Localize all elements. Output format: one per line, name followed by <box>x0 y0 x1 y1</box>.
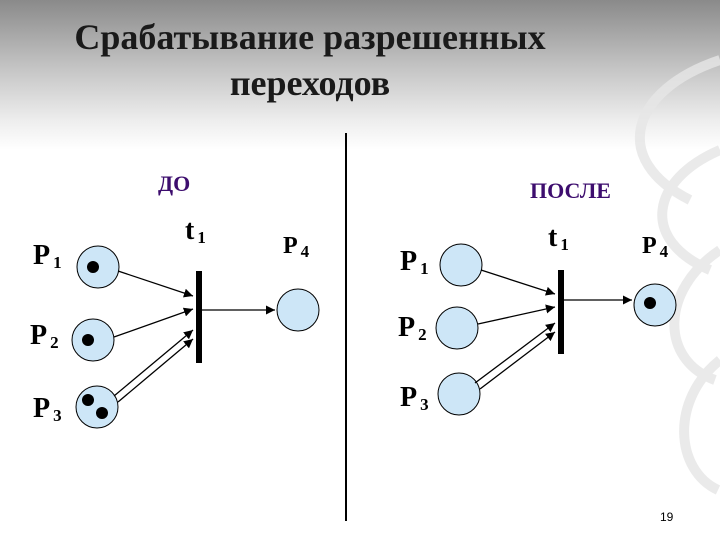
before-tokens <box>82 261 108 419</box>
before-arc-p2-t1 <box>113 307 194 338</box>
before-arc-p3-t1-b <box>117 338 194 403</box>
before-place-p3-token <box>96 407 108 419</box>
decorative-swirl <box>634 55 720 495</box>
slide-number: 19 <box>660 510 674 524</box>
after-place-p1 <box>439 243 483 287</box>
after-label: ПОСЛЕ <box>530 178 611 203</box>
after-transition-t1 <box>558 270 564 354</box>
before-arc-p1-t1 <box>117 270 194 298</box>
before-transition-t1 <box>196 271 202 363</box>
after-arc-p1-t1 <box>480 269 556 296</box>
slide-title: Срабатывание разрешенных переходов <box>60 14 560 106</box>
section-divider <box>345 133 347 521</box>
title-line-2: переходов <box>229 63 391 103</box>
after-arc-p3-t1-b <box>479 331 556 390</box>
before-place-p1-token <box>87 261 99 273</box>
title-line-1: Срабатывание разрешенных <box>74 17 546 57</box>
before-place-p3-token <box>82 394 94 406</box>
after-place-p4-token <box>644 297 656 309</box>
before-arc-p3-t1-a <box>113 329 194 397</box>
after-arc-p2-t1 <box>477 304 556 325</box>
before-place-p2-token <box>82 334 94 346</box>
after-place-p2 <box>435 306 479 350</box>
after-place-p3 <box>437 372 481 416</box>
before-label: ДО <box>158 171 191 196</box>
before-place-p4 <box>276 288 320 332</box>
before-place-p3 <box>75 385 119 429</box>
slide-background <box>0 0 720 150</box>
after-tokens <box>644 297 656 309</box>
after-arc-p3-t1-a <box>474 322 556 384</box>
